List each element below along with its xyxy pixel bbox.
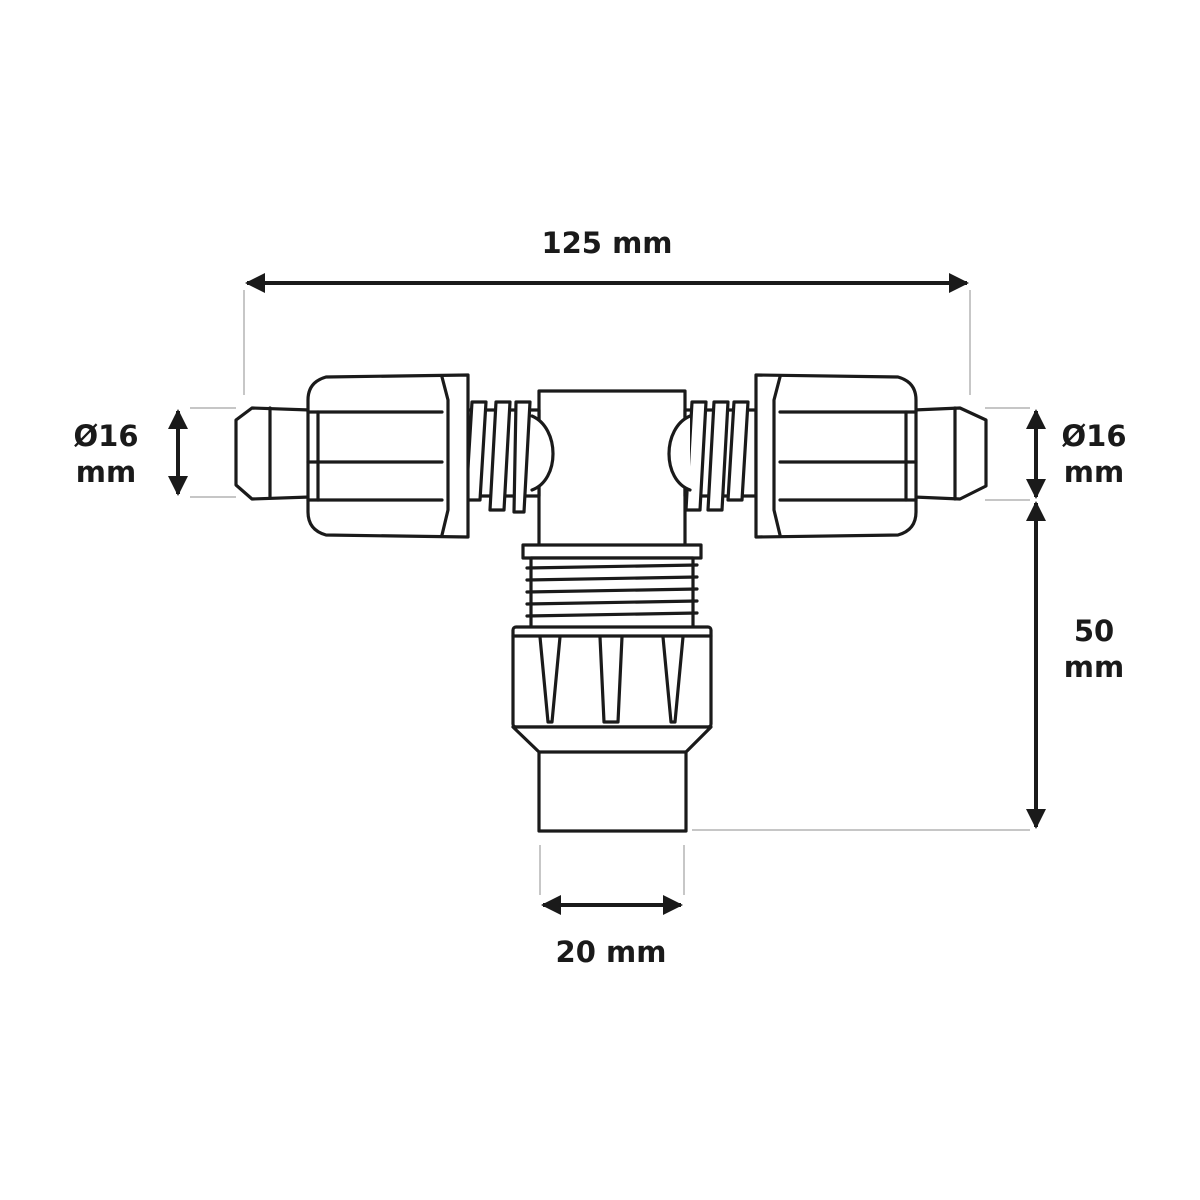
left-thread [464, 400, 555, 514]
left-barb [234, 406, 312, 501]
tee-body-center [537, 389, 687, 548]
right-diameter-label-line2: mm [1064, 455, 1124, 489]
overall-length-label: 125 mm [541, 226, 672, 260]
outlet-collar [521, 543, 703, 560]
left-lock-nut [306, 373, 470, 539]
tee-fitting [234, 373, 988, 833]
dimension-arrows [168, 273, 1046, 915]
outlet-lock-nut [511, 625, 713, 729]
right-lock-nut [754, 373, 918, 539]
left-diameter-label-line1: Ø16 [73, 419, 138, 453]
right-barb [912, 406, 988, 501]
outlet-height-label-line1: 50 [1074, 614, 1114, 648]
outlet-diameter-label: 20 mm [556, 935, 667, 969]
outlet-thread [525, 556, 699, 630]
outlet-height-label-line2: mm [1064, 650, 1124, 684]
outlet-spigot [511, 725, 713, 833]
extension-lines [190, 290, 1030, 895]
right-diameter-label-line1: Ø16 [1061, 419, 1126, 453]
left-diameter-label-line2: mm [76, 455, 136, 489]
